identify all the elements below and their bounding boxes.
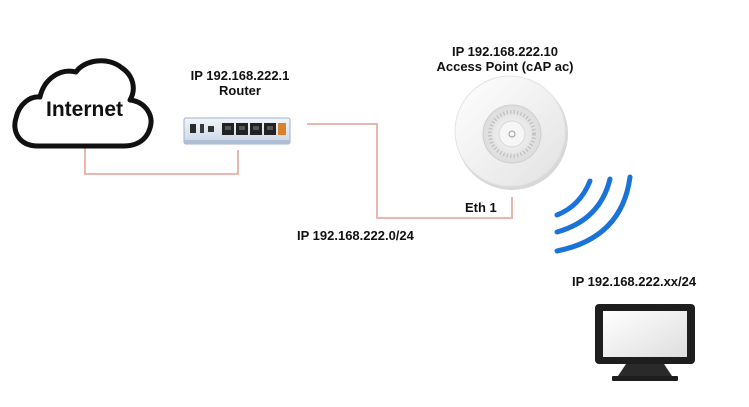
router-ap-link <box>307 123 513 219</box>
subnet-label: IP 192.168.222.0/24 <box>297 228 414 243</box>
wifi-signal-icon <box>554 174 633 254</box>
monitor-icon <box>595 304 695 381</box>
eth-port-label: Eth 1 <box>465 200 497 215</box>
router-icon <box>183 117 291 145</box>
access-point-name: Access Point (cAP ac) <box>436 59 574 74</box>
router-name: Router <box>219 83 261 98</box>
internet-router-link <box>84 148 239 175</box>
router-ip: IP 192.168.222.1 <box>190 68 290 83</box>
client-ip-label: IP 192.168.222.xx/24 <box>572 274 697 289</box>
router-label: IP 192.168.222.1 Router <box>170 68 310 98</box>
cloud-icon <box>12 58 154 149</box>
access-point-icon <box>454 75 568 190</box>
access-point-ip: IP 192.168.222.10 <box>451 44 559 59</box>
links <box>84 123 513 219</box>
internet-label: Internet <box>45 98 123 121</box>
access-point-label: IP 192.168.222.10 Access Point (cAP ac) <box>410 44 600 74</box>
